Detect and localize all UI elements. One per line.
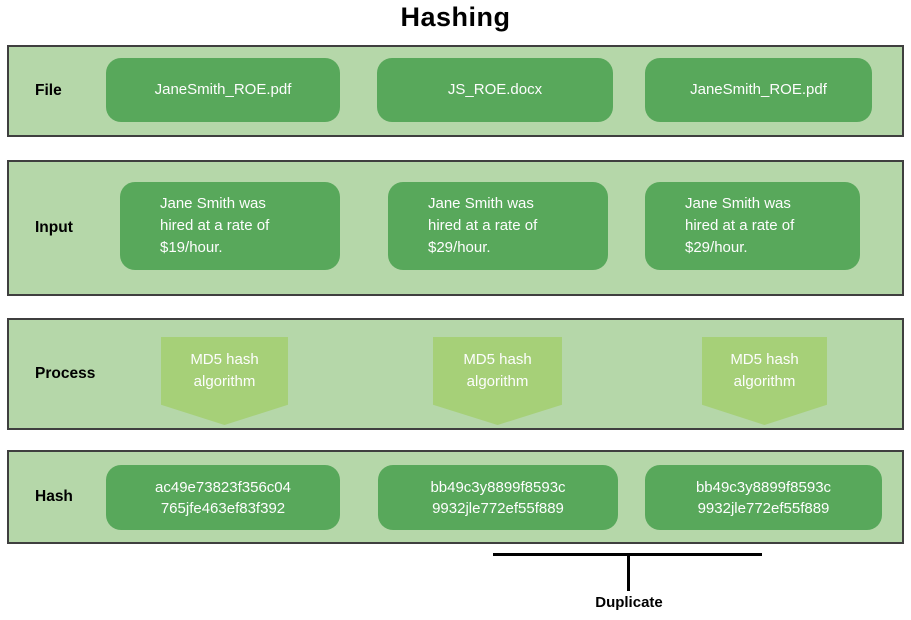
input-box-1-line3: $19/hour. xyxy=(160,239,223,256)
process-arrow-1-label: MD5 hash algorithm xyxy=(161,337,288,405)
hash-box-3: bb49c3y8899f8593c 9932jle772ef55f889 xyxy=(645,465,882,530)
process-down-arrow-3: MD5 hash algorithm xyxy=(702,337,827,425)
input-box-2-line1: Jane Smith was xyxy=(428,195,534,212)
file-row: File JaneSmith_ROE.pdf JS_ROE.docx JaneS… xyxy=(7,45,904,137)
file-box-3: JaneSmith_ROE.pdf xyxy=(645,58,872,122)
input-row: Input Jane Smith was hired at a rate of … xyxy=(7,160,904,296)
file-row-label: File xyxy=(35,82,62,99)
duplicate-label: Duplicate xyxy=(595,594,663,611)
input-box-2-line3: $29/hour. xyxy=(428,239,491,256)
hash-box-3-line2: 9932jle772ef55f889 xyxy=(697,499,830,517)
process-arrow-3-label: MD5 hash algorithm xyxy=(702,337,827,405)
hash-box-2: bb49c3y8899f8593c 9932jle772ef55f889 xyxy=(378,465,618,530)
file-box-1: JaneSmith_ROE.pdf xyxy=(106,58,340,122)
process-arrow-2-line2: algorithm xyxy=(466,372,529,390)
duplicate-bracket-vertical-line xyxy=(627,553,630,591)
process-arrow-2-label: MD5 hash algorithm xyxy=(433,337,562,405)
process-arrow-3-line2: algorithm xyxy=(733,372,796,390)
input-box-2: Jane Smith was hired at a rate of $29/ho… xyxy=(388,182,608,270)
process-arrow-2-line1: MD5 hash xyxy=(463,350,532,368)
file-box-2: JS_ROE.docx xyxy=(377,58,613,122)
hash-box-1-line2: 765jfe463ef83f392 xyxy=(160,499,286,517)
process-down-arrow-1: MD5 hash algorithm xyxy=(161,337,288,425)
input-box-3-line2: hired at a rate of xyxy=(685,217,795,234)
input-box-1: Jane Smith was hired at a rate of $19/ho… xyxy=(120,182,340,270)
hash-row: Hash ac49e73823f356c04 765jfe463ef83f392… xyxy=(7,450,904,544)
diagram-title: Hashing xyxy=(400,2,511,32)
hash-box-2-line2: 9932jle772ef55f889 xyxy=(432,499,564,517)
process-arrow-1-line1: MD5 hash xyxy=(190,350,259,368)
process-row-label: Process xyxy=(35,365,96,382)
process-row: Process MD5 hash algorithm MD5 hash algo… xyxy=(7,318,904,430)
input-box-1-line1: Jane Smith was xyxy=(160,195,266,212)
input-row-label: Input xyxy=(35,219,73,236)
input-box-3-line1: Jane Smith was xyxy=(685,195,791,212)
input-box-3-line3: $29/hour. xyxy=(685,239,748,256)
file-box-3-text: JaneSmith_ROE.pdf xyxy=(690,81,827,98)
hash-box-2-line1: bb49c3y8899f8593c xyxy=(430,478,566,496)
input-box-2-line2: hired at a rate of xyxy=(428,217,538,234)
hash-box-1-line1: ac49e73823f356c04 xyxy=(155,478,291,496)
file-box-2-text: JS_ROE.docx xyxy=(447,81,543,98)
process-down-arrow-2: MD5 hash algorithm xyxy=(433,337,562,425)
hash-box-3-line1: bb49c3y8899f8593c xyxy=(695,478,832,496)
hash-row-label: Hash xyxy=(35,488,73,505)
input-box-1-line2: hired at a rate of xyxy=(160,217,270,234)
hash-box-1: ac49e73823f356c04 765jfe463ef83f392 xyxy=(106,465,340,530)
process-arrow-3-line1: MD5 hash xyxy=(730,350,799,368)
input-box-3: Jane Smith was hired at a rate of $29/ho… xyxy=(645,182,860,270)
process-arrow-1-line2: algorithm xyxy=(193,372,256,390)
file-box-1-text: JaneSmith_ROE.pdf xyxy=(154,81,292,98)
